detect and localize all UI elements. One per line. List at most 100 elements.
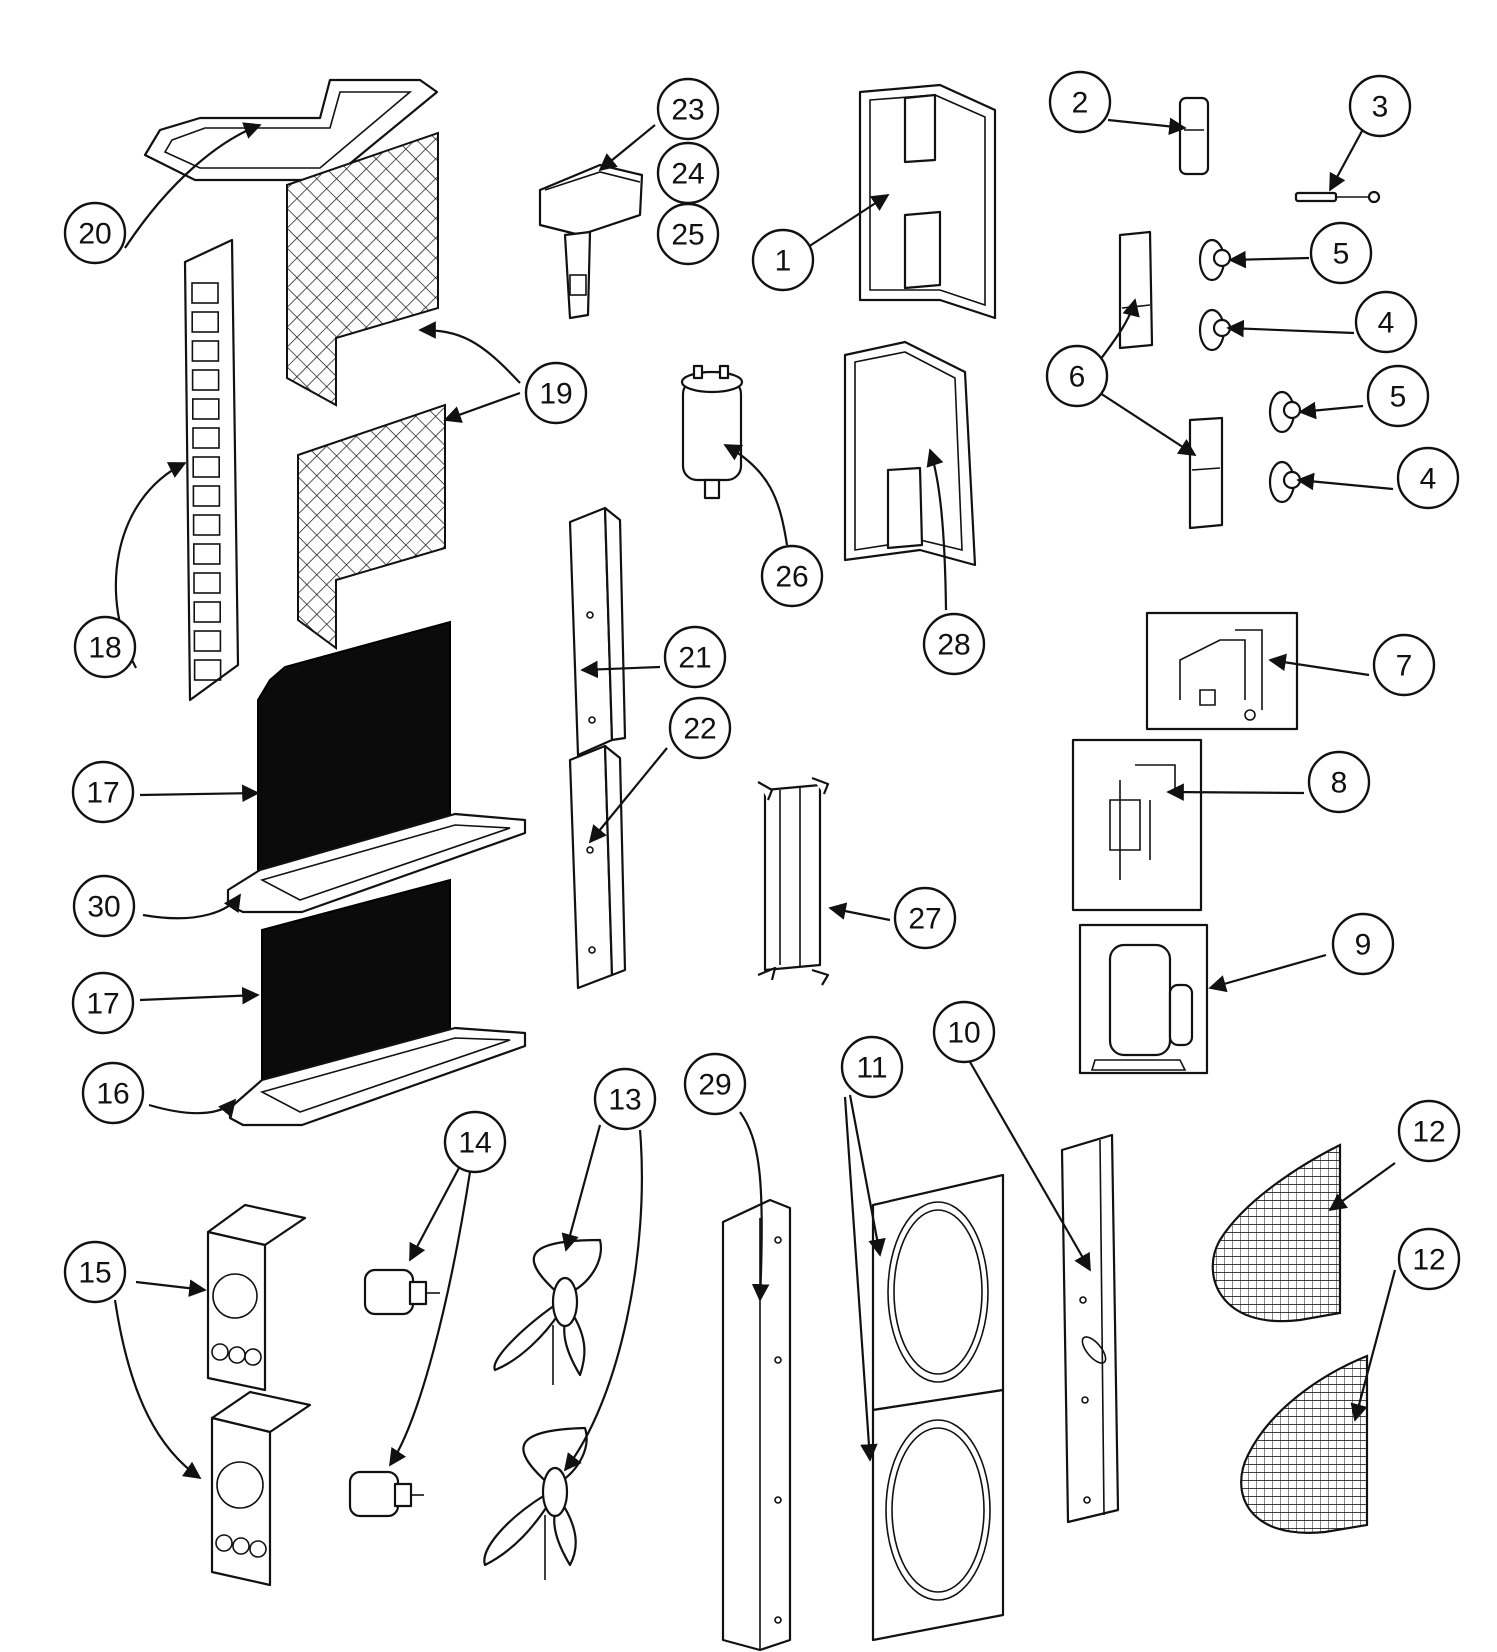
callout-circle xyxy=(1331,912,1395,976)
upper-fan-grille-part xyxy=(1211,1143,1342,1323)
callout-circle xyxy=(760,544,824,608)
callout-circle xyxy=(73,615,137,679)
callout-12: 12 xyxy=(1397,1099,1461,1163)
leader-line xyxy=(418,321,521,384)
upper-fan-shroud-part xyxy=(871,1173,1005,1412)
callout-15: 15 xyxy=(63,1240,127,1304)
callout-10: 10 xyxy=(932,1000,996,1064)
side-channel-part xyxy=(721,1198,792,1652)
callout-circle xyxy=(683,1052,747,1116)
callout-number: 19 xyxy=(539,378,572,411)
callout-14: 14 xyxy=(443,1110,507,1174)
callout-3: 3 xyxy=(1348,74,1412,138)
callout-circle xyxy=(1396,446,1460,510)
leader-line xyxy=(148,1098,237,1118)
callout-1: 1 xyxy=(751,228,815,292)
callout-circle xyxy=(71,760,135,824)
leader-line xyxy=(969,1061,1091,1272)
callout-circle xyxy=(81,1061,145,1125)
leader-line xyxy=(1228,250,1310,269)
callout-number: 17 xyxy=(86,988,119,1021)
callout-number: 5 xyxy=(1390,381,1407,414)
lower-mesh-guard-part xyxy=(297,403,446,650)
leader-line xyxy=(1099,298,1140,361)
callout-number: 2 xyxy=(1072,87,1089,120)
callout-17: 17 xyxy=(71,760,135,824)
callout-28: 28 xyxy=(922,612,986,676)
callout-24: 24 xyxy=(656,141,720,205)
callout-circle xyxy=(663,625,727,689)
callout-number: 1 xyxy=(775,245,792,278)
callout-number: 23 xyxy=(671,94,704,127)
relay-part xyxy=(1178,96,1210,176)
callout-number: 4 xyxy=(1378,307,1395,340)
leader-line xyxy=(443,391,521,423)
callout-number: 17 xyxy=(86,777,119,810)
leader-line xyxy=(807,194,890,248)
control-box-bracket-part xyxy=(538,163,644,320)
callout-27: 27 xyxy=(893,886,957,950)
accumulator-piping-assembly-part xyxy=(1071,738,1203,912)
callout-25: 25 xyxy=(656,202,720,266)
leader-line xyxy=(1107,117,1187,136)
callout-number: 28 xyxy=(937,629,970,662)
callout-number: 11 xyxy=(856,1052,887,1085)
callout-number: 10 xyxy=(947,1017,980,1050)
leader-line xyxy=(135,1279,207,1297)
leader-line xyxy=(389,1171,472,1467)
callout-circle xyxy=(443,1110,507,1174)
louver-slot xyxy=(192,398,220,420)
callout-4: 4 xyxy=(1396,446,1460,510)
center-support-bracket-part xyxy=(757,776,830,986)
leader-line xyxy=(124,122,262,249)
callout-number: 30 xyxy=(87,891,120,924)
louver-slot xyxy=(193,572,221,594)
callout-number: 21 xyxy=(678,642,711,675)
callout-circle xyxy=(1354,290,1418,354)
lower-fan-blade-part xyxy=(483,1426,588,1580)
callout-circle xyxy=(1366,364,1430,428)
callout-30: 30 xyxy=(72,874,136,938)
louver-slot xyxy=(191,340,220,362)
callout-16: 16 xyxy=(81,1061,145,1125)
reversing-valve-assembly-part xyxy=(1145,611,1299,731)
leader-line xyxy=(926,448,948,611)
callout-13: 13 xyxy=(593,1067,657,1131)
callout-number: 16 xyxy=(96,1078,129,1111)
leader-line xyxy=(1298,401,1364,420)
lower-motor-bracket-part xyxy=(210,1390,312,1587)
callout-number: 8 xyxy=(1331,767,1348,800)
leader-line xyxy=(561,1124,602,1252)
upper-motor-bracket-part xyxy=(206,1203,307,1392)
callout-circle xyxy=(751,228,815,292)
callout-18: 18 xyxy=(73,615,137,679)
callout-number: 24 xyxy=(671,158,704,191)
leader-line xyxy=(828,902,891,922)
leader-line xyxy=(723,444,789,546)
leader-line xyxy=(848,1094,886,1257)
callout-circle xyxy=(593,1067,657,1131)
leader-line xyxy=(1099,392,1197,456)
leader-line xyxy=(139,784,260,803)
upper-partition-panel-part xyxy=(858,83,997,320)
leader-line xyxy=(409,1165,461,1262)
callout-number: 4 xyxy=(1420,463,1437,496)
callout-circle xyxy=(72,874,136,938)
lower-fan-motor-part xyxy=(348,1470,424,1518)
callout-circle xyxy=(1372,633,1436,697)
callout-number: 9 xyxy=(1355,929,1372,962)
callout-circle xyxy=(1309,221,1373,285)
leader-line xyxy=(1268,653,1370,677)
louver-slot xyxy=(191,311,219,333)
callout-22: 22 xyxy=(668,696,732,760)
callout-number: 26 xyxy=(775,561,808,594)
callout-number: 12 xyxy=(1412,1116,1445,1149)
leader-line xyxy=(1226,319,1355,338)
service-valve-upper-a-part xyxy=(1198,238,1232,282)
leader-line xyxy=(1350,1269,1397,1422)
callout-8: 8 xyxy=(1307,750,1371,814)
leader-line xyxy=(1208,953,1327,993)
louver-slot xyxy=(193,630,222,652)
